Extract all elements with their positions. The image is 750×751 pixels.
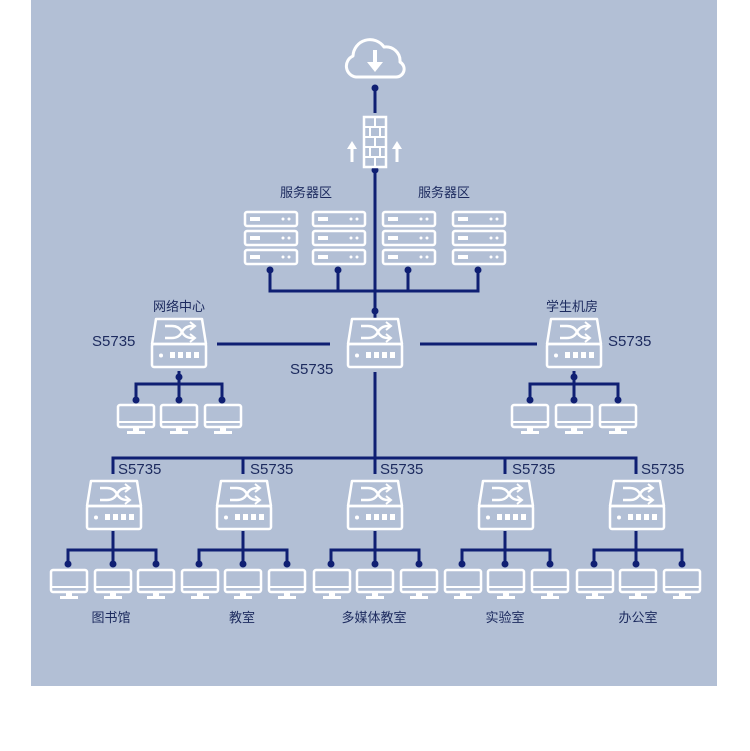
switch-model-label: S5735 [608, 333, 651, 350]
server-zone-label-left: 服务器区 [280, 185, 332, 201]
dept-label-office: 办公室 [618, 610, 657, 626]
switch-model-label: S5735 [250, 461, 293, 478]
connection-lines [66, 88, 684, 564]
core-switch-model-label: S5735 [290, 361, 333, 378]
dept-label-classroom: 教室 [229, 610, 255, 626]
switch-model-label: S5735 [118, 461, 161, 478]
connection-dots [64, 84, 686, 568]
dept-label-multimedia-classroom: 多媒体教室 [341, 610, 406, 626]
cloud-download-icon [344, 38, 406, 79]
dept-label-library: 图书馆 [91, 611, 130, 626]
switch-model-label: S5735 [512, 461, 555, 478]
dept-label-student-lab: 学生机房 [546, 299, 598, 315]
firewall-icon [347, 115, 402, 169]
switch-model-label: S5735 [380, 461, 423, 478]
dept-label-laboratory: 实验室 [485, 610, 524, 626]
server-zone-label-right: 服务器区 [418, 185, 470, 201]
dept-label-network-center: 网络中心 [153, 299, 205, 315]
switch-model-label: S5735 [92, 333, 135, 350]
switch-model-label: S5735 [641, 461, 684, 478]
